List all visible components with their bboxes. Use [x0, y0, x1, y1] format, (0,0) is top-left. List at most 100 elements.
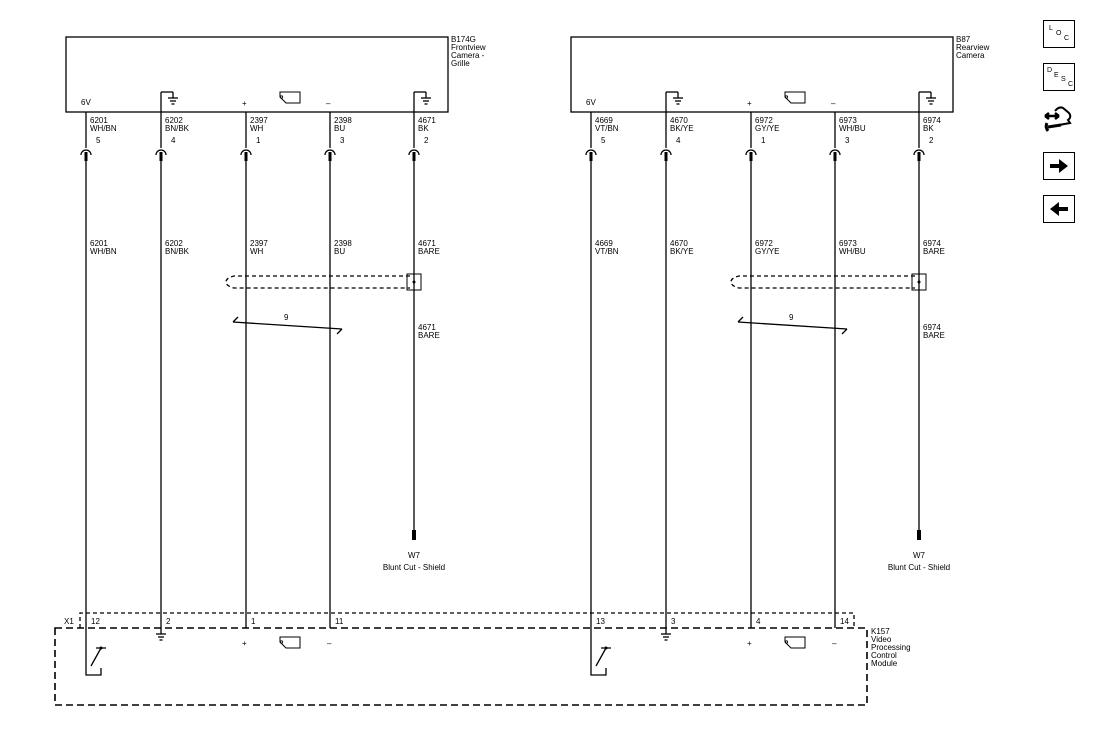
shield-drain-end [412, 530, 416, 540]
connector-terminal-icon [408, 149, 420, 156]
switch-icon [595, 647, 611, 667]
component-name: Frontview [451, 43, 486, 52]
wire-color: BK [923, 124, 934, 133]
component-name: Camera - [451, 51, 485, 60]
connector-end-view-button[interactable] [1043, 105, 1075, 133]
shield-end-label: Blunt Cut - Shield [888, 563, 950, 572]
terminal-pin [589, 152, 593, 161]
module-terminal-12: 12 [85, 617, 106, 676]
module-pin-number: 12 [91, 617, 100, 626]
loc-button[interactable]: L O C [1043, 20, 1075, 48]
pin-number: 2 [424, 136, 429, 145]
switch-pivot [99, 646, 103, 650]
module-pin-number: 3 [671, 617, 676, 626]
plus-sign: + [242, 639, 247, 648]
switch-wire [85, 628, 102, 676]
twist-line [737, 321, 848, 330]
next-button[interactable] [1043, 152, 1075, 180]
module-name: Control [871, 651, 897, 660]
wire-color: BARE [923, 247, 945, 256]
switch-icon [90, 647, 106, 667]
circuit-number: 4671 [418, 116, 436, 125]
connector-x1-outline [79, 612, 855, 628]
pin-number: 4 [676, 136, 681, 145]
module-terminal-14: 14– [832, 617, 849, 648]
module-terminal-1: 1+ [242, 617, 301, 649]
minus-sign: – [832, 639, 837, 648]
terminal-pin [244, 152, 248, 161]
module-terminal-3: 3 [661, 617, 676, 641]
module-name: Module [871, 659, 898, 668]
module-terminal-2: 2 [156, 617, 171, 641]
wire-color: WH [250, 247, 264, 256]
wire-color: BN/BK [165, 124, 190, 133]
ground-icon [673, 92, 683, 105]
twist-label: 9 [284, 313, 289, 322]
pin-number: 1 [256, 136, 261, 145]
module-terminal-4: 4+ [747, 617, 806, 649]
shield-outline [730, 275, 915, 289]
terminal-pin [159, 152, 163, 161]
module-pin-number: 2 [166, 617, 171, 626]
wire-color: WH [250, 124, 264, 133]
circuit-number: 6972 [755, 116, 773, 125]
previous-button[interactable] [1043, 195, 1075, 223]
module-pin-number: 13 [596, 617, 605, 626]
plus-sign: + [747, 99, 752, 108]
wire-color: VT/BN [595, 247, 619, 256]
circuit-number: 6201 [90, 116, 108, 125]
circuit-number: 6202 [165, 116, 183, 125]
desc-button[interactable]: D E S C [1043, 63, 1075, 91]
circuit-number: 4670 [670, 116, 688, 125]
wire-color: WH/BN [90, 247, 117, 256]
switch-pivot [604, 646, 608, 650]
wire-color: BARE [418, 247, 440, 256]
module-name: K157 [871, 627, 890, 636]
twist-line [232, 321, 343, 330]
shield-splice [412, 280, 416, 284]
component-name: B87 [956, 35, 971, 44]
pin-number: 5 [601, 136, 606, 145]
connector-terminal-icon [240, 149, 252, 156]
wire-color: BARE [418, 331, 440, 340]
twisted-pair-icon: 9 [232, 313, 343, 335]
minus-sign: – [326, 99, 331, 108]
component-box [570, 36, 954, 113]
circuit-number: 2397 [250, 116, 268, 125]
ground-icon [926, 92, 936, 105]
component-name: Grille [451, 59, 470, 68]
twist-tick [232, 316, 239, 323]
plus-sign: + [242, 99, 247, 108]
twist-tick [737, 316, 744, 323]
twist-tick [336, 328, 343, 335]
shield-end-id: W7 [913, 551, 926, 560]
terminal-pin [328, 152, 332, 161]
arrow-right-icon [1050, 159, 1068, 173]
terminal-pin [749, 152, 753, 161]
wire-color: WH/BN [90, 124, 117, 133]
pin-number: 1 [761, 136, 766, 145]
shield-outline [225, 275, 410, 289]
connector-terminal-icon [80, 149, 92, 156]
shield-splice [917, 280, 921, 284]
terminal-pin [833, 152, 837, 161]
shield-termination [911, 273, 927, 291]
wire-color: BK/YE [670, 247, 694, 256]
module-pin-number: 4 [756, 617, 761, 626]
shield-end-id: W7 [408, 551, 421, 560]
module-box [54, 627, 868, 706]
camera-icon [784, 91, 806, 104]
pin-number: 2 [929, 136, 934, 145]
wire-color: BK [418, 124, 429, 133]
wire-color: BN/BK [165, 247, 190, 256]
twist-label: 9 [789, 313, 794, 322]
ground-icon [421, 92, 431, 105]
connector-terminal-icon [745, 149, 757, 156]
ground-icon [661, 628, 671, 641]
wire-color: WH/BU [839, 124, 866, 133]
shield-end-label: Blunt Cut - Shield [383, 563, 445, 572]
